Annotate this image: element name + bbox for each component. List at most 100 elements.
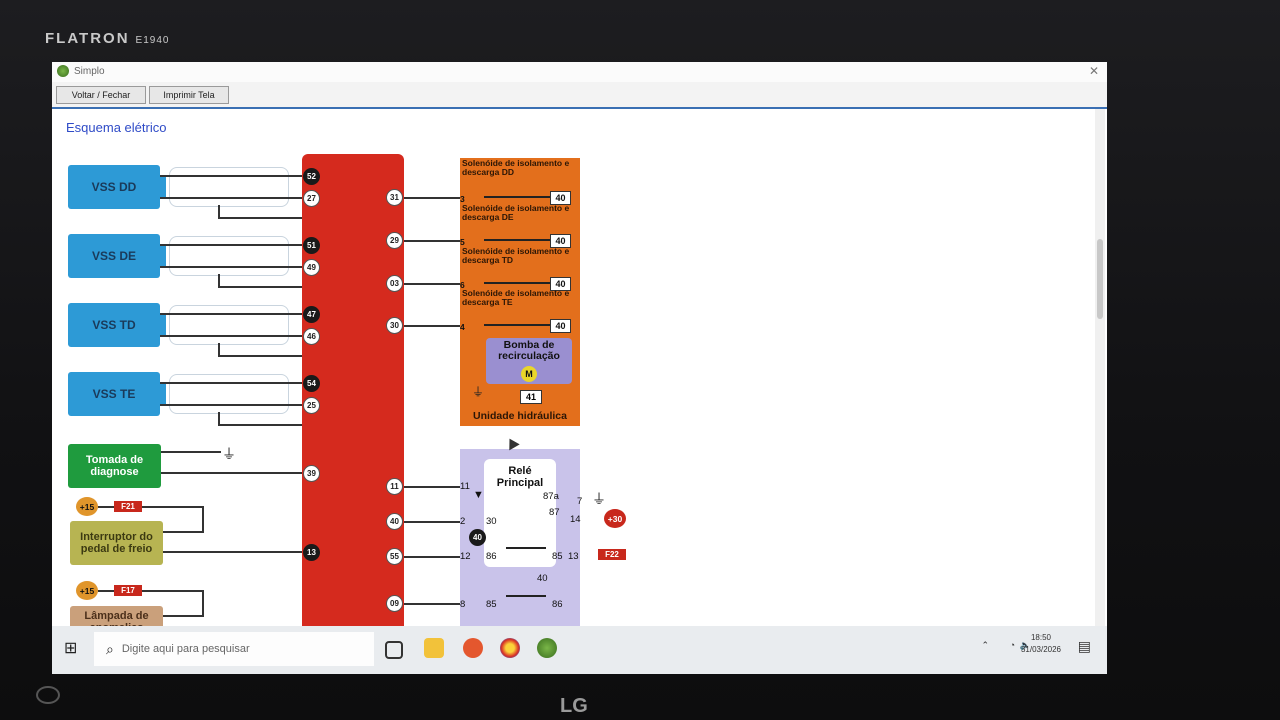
- ground-icon: ⏚: [222, 446, 236, 462]
- wire: [161, 451, 221, 453]
- search-placeholder: Digite aqui para pesquisar: [121, 643, 250, 655]
- wire: [142, 590, 202, 592]
- wire: [160, 335, 302, 337]
- solenoid-pin: 4: [460, 322, 465, 332]
- wire: [98, 506, 114, 508]
- solenoid-label: Solenóide de isolamento e descarga TD: [462, 246, 570, 265]
- wire: [218, 205, 220, 218]
- solenoid-coil-icon: [484, 196, 550, 206]
- wire: [163, 531, 204, 533]
- sensor-vss-td: VSS TD: [68, 303, 166, 347]
- plus-15-terminal: +15: [76, 581, 98, 600]
- relay-pin: 14: [570, 514, 581, 525]
- relay-pin: 11: [460, 481, 470, 492]
- recirculation-pump: Bomba de recirculação M: [486, 338, 572, 384]
- window-title: Simplo: [74, 66, 105, 77]
- vertical-scrollbar[interactable]: [1095, 109, 1105, 626]
- task-view-icon[interactable]: [385, 641, 403, 659]
- volume-icon[interactable]: 🔈: [1019, 640, 1031, 650]
- scroll-thumb[interactable]: [1097, 239, 1103, 319]
- back-close-button[interactable]: Voltar / Fechar: [56, 86, 146, 104]
- clock[interactable]: 18:50 31/03/2026: [1021, 632, 1061, 656]
- taskbar-search-box[interactable]: ⌕ Digite aqui para pesquisar: [94, 632, 374, 666]
- diagram-canvas: Esquema elétrico VSS DD VSS DE VSS TD VS…: [52, 109, 1107, 626]
- ground-icon: ⏚: [592, 491, 606, 507]
- network-icon[interactable]: ◔: [1009, 640, 1015, 650]
- solenoid-label: Solenóide de isolamento e descarga TE: [462, 288, 570, 307]
- wire: [202, 506, 204, 532]
- wire: [160, 266, 302, 268]
- brave-browser-icon[interactable]: [463, 638, 483, 658]
- windows-start-icon[interactable]: ⊞: [64, 640, 78, 657]
- shield-outline: [169, 374, 289, 414]
- title-bar: Simplo ✕: [52, 62, 1107, 82]
- notifications-icon[interactable]: ▤: [1077, 638, 1091, 654]
- clock-time: 18:50: [1030, 633, 1051, 642]
- lg-logo: LG: [560, 695, 588, 717]
- model-text: E1940: [135, 35, 170, 46]
- wire: [218, 217, 302, 219]
- ecu-pin: 46: [303, 328, 320, 345]
- relay-coil-icon: [506, 547, 546, 555]
- close-icon[interactable]: ✕: [1088, 64, 1099, 78]
- solenoid-coil-icon: [484, 324, 550, 334]
- relay-pin: 40: [537, 573, 548, 584]
- solenoid-coil-icon: [484, 282, 550, 292]
- wire: [404, 197, 460, 199]
- relay-pin: 86: [552, 599, 563, 610]
- solenoid-label: Solenóide de isolamento e descarga DD: [462, 158, 570, 177]
- wire: [404, 556, 460, 558]
- relay-coil-icon: [506, 595, 546, 603]
- wire: [163, 615, 204, 617]
- wire: [142, 506, 202, 508]
- app-icon: [57, 65, 69, 77]
- shield-outline: [169, 236, 289, 276]
- relay-pin: 2: [460, 516, 466, 527]
- ecu-pin: 49: [303, 259, 320, 276]
- wire: [218, 286, 302, 288]
- simplo-app-icon[interactable]: [537, 638, 557, 658]
- ecu-pin: 51: [303, 237, 320, 254]
- ecu-pin: 03: [386, 275, 403, 292]
- ecu-pin: 27: [303, 190, 320, 207]
- ecu-pin: 52: [303, 168, 320, 185]
- ecu-pin: 29: [386, 232, 403, 249]
- print-screen-button[interactable]: Imprimir Tela: [149, 86, 229, 104]
- toolbar: Voltar / Fechar Imprimir Tela: [52, 82, 1107, 109]
- ecu-pin: 47: [303, 306, 320, 323]
- relay-pin: 86: [486, 551, 497, 562]
- relay-title: Relé Principal: [496, 465, 544, 489]
- relay-pin: 7: [577, 496, 583, 507]
- wire: [161, 472, 302, 474]
- search-icon: ⌕: [106, 640, 114, 657]
- wire: [160, 244, 302, 246]
- ecu-pin: 39: [303, 465, 320, 482]
- wire: [160, 197, 302, 199]
- relay-pin: 13: [568, 551, 579, 562]
- motor-icon: M: [521, 366, 537, 382]
- clock-date: 31/03/2026: [1020, 645, 1061, 654]
- chrome-browser-icon[interactable]: [500, 638, 520, 658]
- diagnostic-socket-box: Tomada de diagnose: [68, 444, 161, 488]
- wire: [160, 382, 302, 384]
- solenoid-coil-icon: [484, 239, 550, 249]
- solenoid-terminal: 40: [550, 277, 571, 291]
- wire: [160, 313, 302, 315]
- relay-pin: 85: [552, 551, 563, 562]
- hydraulic-unit: Solenóide de isolamento e descarga DD 3 …: [460, 158, 580, 426]
- wire: [218, 274, 220, 287]
- wire: [404, 603, 460, 605]
- wire: [218, 343, 220, 356]
- plus-30-terminal: +30: [604, 509, 626, 528]
- solenoid-pin: 6: [460, 280, 465, 290]
- ecu-pin: 54: [303, 375, 320, 392]
- plus-15-terminal: +15: [76, 497, 98, 516]
- ecu-pin: 30: [386, 317, 403, 334]
- tray-chevron-icon[interactable]: ⌃: [981, 640, 989, 650]
- relay-pin: 8: [460, 599, 466, 610]
- relay-pin: 30: [486, 516, 497, 527]
- pump-label: Bomba de recirculação: [498, 339, 560, 362]
- ecu-pin: 40: [386, 513, 403, 530]
- file-explorer-icon[interactable]: [424, 638, 444, 658]
- brand-text: FLATRON: [45, 30, 130, 47]
